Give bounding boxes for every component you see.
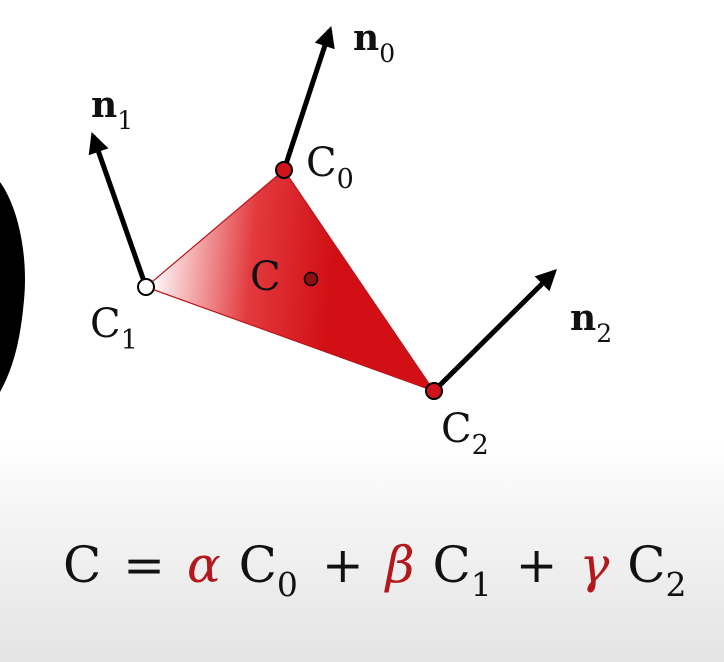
center-point-dot <box>303 271 319 287</box>
normal-arrow-n1 <box>88 132 149 288</box>
vertex-dot-c2 <box>425 382 443 400</box>
shaded-triangle <box>144 169 436 393</box>
label-center-c: C <box>250 254 281 300</box>
label-n2: n2 <box>570 297 612 348</box>
vertex-dot-c0 <box>275 161 293 179</box>
label-n0: n0 <box>353 17 395 68</box>
label-c0: C0 <box>306 140 354 195</box>
barycentric-equation: C = α C0 + β C1 + γ C2 <box>63 536 687 608</box>
label-c1: C1 <box>90 301 138 356</box>
label-c2: C2 <box>441 406 489 461</box>
label-n1: n1 <box>91 84 133 135</box>
vertex-dot-c1 <box>137 278 155 296</box>
normal-arrow-n0 <box>281 26 335 171</box>
normal-arrow-n2 <box>432 269 557 393</box>
black-sphere-edge <box>0 182 25 392</box>
